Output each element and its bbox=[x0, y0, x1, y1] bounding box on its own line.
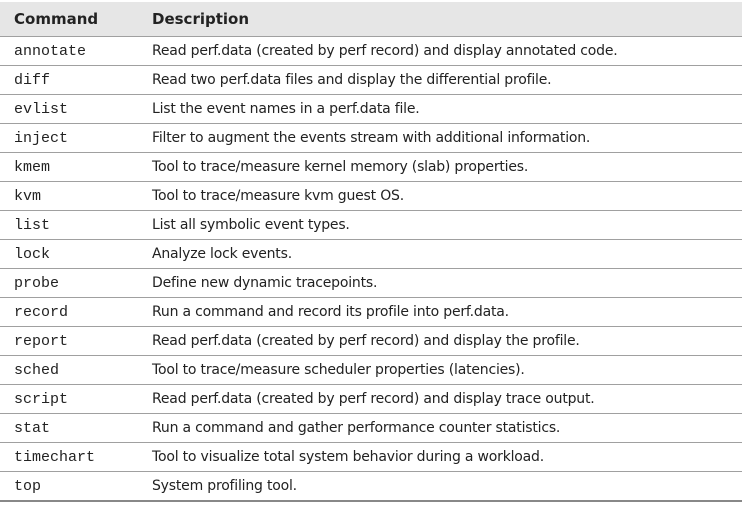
command-cell: kvm bbox=[0, 181, 138, 211]
command-cell: stat bbox=[0, 413, 138, 443]
command-cell: record bbox=[0, 297, 138, 327]
description-cell: Read perf.data (created by perf record) … bbox=[138, 384, 742, 414]
description-cell: Read perf.data (created by perf record) … bbox=[138, 36, 742, 66]
description-cell: Define new dynamic tracepoints. bbox=[138, 268, 742, 298]
command-cell: timechart bbox=[0, 442, 138, 472]
description-cell: Run a command and gather performance cou… bbox=[138, 413, 742, 443]
command-cell: inject bbox=[0, 123, 138, 153]
command-cell: top bbox=[0, 471, 138, 502]
description-cell: Read two perf.data files and display the… bbox=[138, 65, 742, 95]
header-description: Description bbox=[138, 2, 742, 37]
description-cell: Tool to trace/measure kernel memory (sla… bbox=[138, 152, 742, 182]
description-cell: System profiling tool. bbox=[138, 471, 742, 502]
command-cell: diff bbox=[0, 65, 138, 95]
command-cell: annotate bbox=[0, 36, 138, 66]
description-cell: Analyze lock events. bbox=[138, 239, 742, 269]
description-cell: List the event names in a perf.data file… bbox=[138, 94, 742, 124]
header-command: Command bbox=[0, 2, 138, 37]
command-cell: evlist bbox=[0, 94, 138, 124]
description-cell: Tool to trace/measure scheduler properti… bbox=[138, 355, 742, 385]
command-cell: lock bbox=[0, 239, 138, 269]
description-cell: Filter to augment the events stream with… bbox=[138, 123, 742, 153]
command-cell: list bbox=[0, 210, 138, 240]
command-cell: report bbox=[0, 326, 138, 356]
description-cell: Read perf.data (created by perf record) … bbox=[138, 326, 742, 356]
description-cell: Tool to trace/measure kvm guest OS. bbox=[138, 181, 742, 211]
command-cell: kmem bbox=[0, 152, 138, 182]
command-cell: probe bbox=[0, 268, 138, 298]
command-cell: sched bbox=[0, 355, 138, 385]
table-header-row: Command Description bbox=[0, 2, 742, 37]
description-cell: Run a command and record its profile int… bbox=[138, 297, 742, 327]
description-cell: Tool to visualize total system behavior … bbox=[138, 442, 742, 472]
command-cell: script bbox=[0, 384, 138, 414]
description-cell: List all symbolic event types. bbox=[138, 210, 742, 240]
